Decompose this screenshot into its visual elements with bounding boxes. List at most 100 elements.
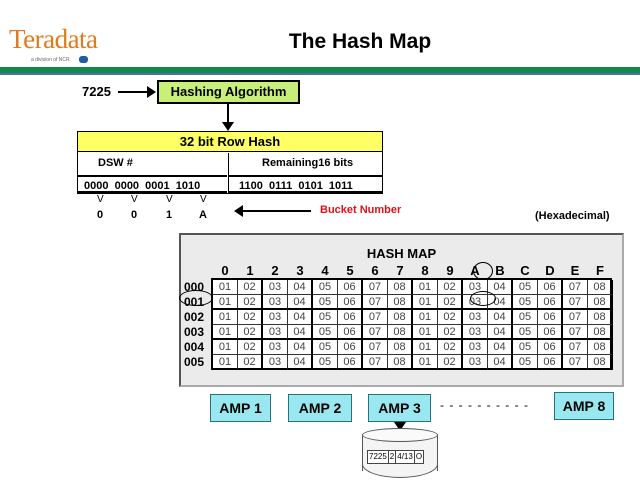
record-row-id: 7225 [367, 450, 389, 464]
hash-map-cell: 03 [463, 340, 488, 355]
hash-map-column-header: B [495, 263, 505, 278]
bucket-chevron: V [166, 194, 173, 205]
hash-map-title: HASH MAP [366, 246, 437, 261]
hash-map-cell: 06 [538, 325, 563, 340]
hash-map-cell: 07 [363, 295, 388, 310]
hash-map-column-header: E [570, 263, 580, 278]
input-value: 7225 [82, 84, 111, 99]
hash-map-cell: 04 [488, 325, 513, 340]
hash-map-cell: 04 [488, 280, 513, 295]
bucket-digit: A [199, 209, 207, 221]
row-hash-divider [228, 153, 229, 194]
column-a-highlight [473, 262, 493, 280]
hash-map-cell: 01 [213, 340, 238, 355]
dsw-bits: 0000 0000 0001 1010 [78, 175, 227, 193]
logo-wordmark: Teradata [9, 24, 98, 54]
hash-map-column-header: D [545, 263, 555, 278]
bucket-chevron: V [131, 194, 138, 205]
hash-map-cell: 04 [488, 355, 513, 370]
teradata-logo: Teradata a division of NCR [9, 24, 109, 68]
hash-map-cell: 01 [213, 295, 238, 310]
record-flag: O [413, 450, 425, 464]
hash-map-cell: 02 [438, 310, 463, 325]
hash-map-cell: 08 [388, 355, 413, 370]
hash-map-cell: 02 [238, 280, 263, 295]
hash-map-cell: 06 [338, 310, 363, 325]
hash-map-cell: 03 [463, 325, 488, 340]
hash-map-cell: 05 [313, 325, 338, 340]
hash-map-row-label: 002 [184, 310, 205, 324]
hash-map-cell: 07 [363, 310, 388, 325]
hash-map-cell: 08 [588, 355, 613, 370]
hash-map-column-header: F [596, 263, 604, 278]
header-rule [0, 67, 640, 73]
hash-map-cell: 07 [563, 325, 588, 340]
hash-map-cell: 03 [263, 280, 288, 295]
hash-map-cell: 05 [313, 280, 338, 295]
hash-map-cell: 03 [263, 355, 288, 370]
hash-map-row-label: 004 [184, 340, 205, 354]
hash-map-cell: 02 [238, 340, 263, 355]
hash-map-cell: 04 [488, 295, 513, 310]
hash-map-cell: 07 [563, 340, 588, 355]
hash-map-cell: 08 [588, 340, 613, 355]
hash-map-cell: 05 [513, 295, 538, 310]
hash-map-cell: 08 [588, 295, 613, 310]
disk-top [362, 428, 438, 442]
hash-map-cell: 03 [463, 310, 488, 325]
hash-map-cell: 06 [538, 295, 563, 310]
hash-map-cell: 05 [313, 340, 338, 355]
hash-map-cell: 07 [563, 355, 588, 370]
dsw-label: DSW # [98, 157, 133, 169]
hash-map-cell: 01 [413, 310, 438, 325]
hash-map-cell: 02 [238, 355, 263, 370]
logo-subtitle: a division of NCR [31, 57, 70, 63]
bucket-digit: 0 [131, 209, 138, 221]
hash-map-column-header: 3 [296, 263, 304, 278]
hash-map-cell: 06 [538, 340, 563, 355]
disk-cylinder-icon: 7225 2 4/13 O [362, 428, 438, 478]
input-arrow-icon [118, 86, 156, 98]
hash-map-cell: 08 [588, 325, 613, 340]
hash-map-cell: 05 [313, 295, 338, 310]
hash-map-cell: 02 [438, 325, 463, 340]
hash-map-cell: 01 [213, 355, 238, 370]
record-date: 4/13 [395, 450, 415, 464]
hash-map-cell: 08 [388, 340, 413, 355]
hash-map-cell: 05 [513, 280, 538, 295]
hash-map-cell: 05 [513, 325, 538, 340]
hash-map-cell: 06 [338, 280, 363, 295]
amp-1-box: AMP 1 [210, 394, 271, 422]
amp-ellipsis: - - - - - - - - - - [440, 398, 529, 412]
remaining-bits-label: Remaining16 bits [262, 157, 354, 169]
hash-map-cell: 04 [488, 310, 513, 325]
hash-map-cell: 04 [288, 340, 313, 355]
hash-map-row-label: 003 [184, 325, 205, 339]
hash-map-cell: 02 [438, 355, 463, 370]
algorithm-down-arrow-icon [222, 104, 234, 131]
hash-map-cell: 02 [438, 340, 463, 355]
hash-map-cell: 08 [388, 280, 413, 295]
hash-map-cell: 06 [538, 310, 563, 325]
hash-map-cell: 04 [288, 310, 313, 325]
hash-map-cell: 07 [563, 295, 588, 310]
bucket-digit: 1 [166, 209, 173, 221]
hash-map-cell: 05 [313, 355, 338, 370]
ncr-mark-icon [79, 56, 88, 63]
hash-map-cell: 04 [288, 355, 313, 370]
row-hash-title: 32 bit Row Hash [78, 132, 382, 152]
hash-map-cell: 02 [238, 325, 263, 340]
hash-map-cell: 02 [238, 295, 263, 310]
hash-map-cell: 02 [438, 295, 463, 310]
hash-map-cell: 07 [563, 280, 588, 295]
hash-map-cell: 06 [338, 340, 363, 355]
hash-map-cell: 04 [288, 325, 313, 340]
hash-map-column-header: 5 [346, 263, 354, 278]
bucket-chevron: V [97, 194, 104, 205]
hash-map-cell: 07 [363, 325, 388, 340]
hash-map-cell: 03 [263, 295, 288, 310]
hash-map-cell: 01 [213, 280, 238, 295]
hash-map-cell: 05 [513, 355, 538, 370]
hashing-algorithm-box: Hashing Algorithm [157, 80, 300, 104]
